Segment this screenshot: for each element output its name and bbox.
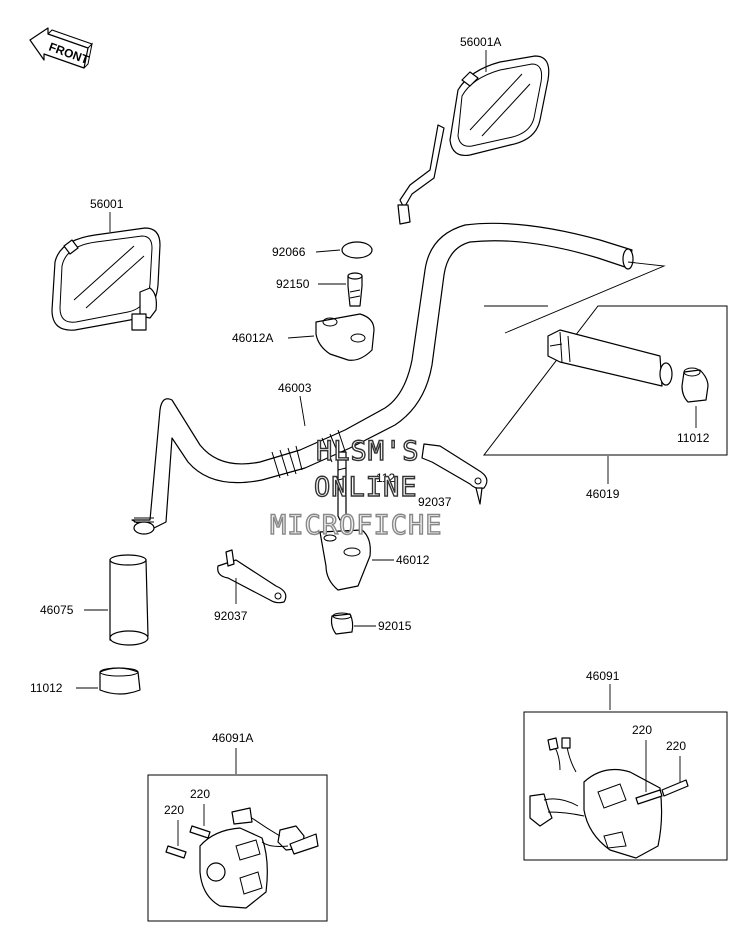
watermark: HLSM'S ONLINE MICROFICHE [269, 435, 443, 541]
label-clamp-upper: 46012A [232, 331, 273, 345]
label-handlebar: 46003 [278, 381, 312, 395]
label-end-cap-left: 11012 [30, 681, 63, 695]
label-clamp-lower: 46012 [396, 553, 430, 567]
label-stud-92150: 92150 [276, 277, 310, 291]
label-screw-left-2: 220 [164, 803, 184, 817]
label-grip-left: 46075 [40, 603, 74, 617]
label-switch-right: 46091 [586, 669, 620, 683]
label-end-cap-right: 11012 [677, 431, 710, 445]
front-arrow-icon: FRONT [29, 27, 93, 69]
label-bracket-left: 92037 [214, 609, 248, 623]
end-cap-left-11012 [99, 667, 141, 695]
label-switch-left: 46091A [212, 731, 253, 745]
bracket-right-92037 [421, 443, 488, 505]
watermark-line1: HLSM'S [316, 436, 420, 467]
stud-92150 [347, 272, 363, 307]
label-bolt-112: 112 [376, 471, 395, 485]
clamp-lower-46012 [319, 529, 371, 591]
mirror-left [51, 227, 161, 331]
label-cap-92066: 92066 [272, 245, 306, 259]
switch-left-box [147, 774, 328, 922]
label-mirror-right: 56001A [460, 35, 501, 49]
label-screw-left-1: 220 [190, 787, 210, 801]
switch-right-box [523, 711, 728, 861]
label-nut-92015: 92015 [378, 619, 412, 633]
label-screw-right-1: 220 [632, 723, 652, 737]
mirror-right [397, 55, 550, 225]
grip-assembly-box [482, 261, 728, 456]
clamp-upper-46012a [315, 313, 375, 361]
label-bracket-right: 92037 [418, 495, 452, 509]
bracket-left-92037 [217, 549, 287, 604]
label-mirror-left: 56001 [90, 197, 124, 211]
grip-left-46075 [109, 554, 149, 646]
cap-92066 [341, 241, 373, 259]
bolt-112 [337, 451, 347, 521]
label-grip-assembly: 46019 [586, 487, 620, 501]
nut-92015 [330, 612, 354, 635]
label-screw-right-2: 220 [666, 739, 686, 753]
watermark-line2: ONLINE [314, 472, 418, 503]
watermark-line3: MICROFICHE [270, 510, 443, 541]
handlebar-46003 [131, 222, 634, 535]
